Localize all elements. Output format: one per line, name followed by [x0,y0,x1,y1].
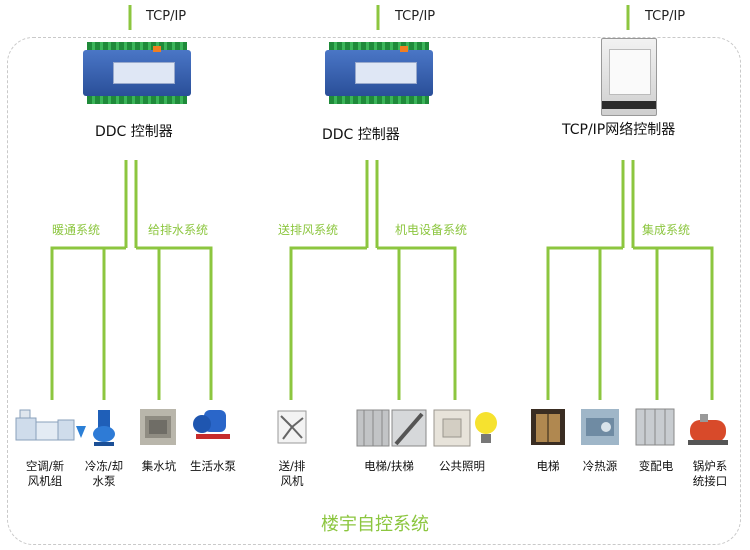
lighting-icon [433,409,497,447]
fan-icon [277,410,307,444]
device-label-line: 统接口 [692,474,728,488]
ddc-controller-image-1 [83,42,191,104]
device-label-line: 送/排 [278,459,306,473]
device-label-line: 公共照明 [439,459,485,473]
water-pump-icon [193,410,230,439]
controller-title-1: DDC 控制器 [95,124,173,140]
switchgear-icon [635,408,675,446]
device-label-elevator: 电梯 [526,459,570,474]
device-label-line: 风机组 [27,474,63,488]
device-label-line: 空调/新 [25,459,65,473]
controller-title-2: DDC 控制器 [322,127,400,143]
device-label-boiler: 锅炉系 统接口 [682,459,738,489]
pump-icon [93,410,115,446]
subsystem-hvac: 暖通系统 [52,223,101,237]
device-label-escalator: 电梯/扶梯 [352,459,426,474]
device-label-line: 变配电 [638,459,674,473]
device-label-chilled-pump: 冷冻/却 水泵 [76,459,132,489]
device-label-line: 锅炉系 [692,459,728,473]
device-label-line: 冷热源 [582,459,618,473]
protocol-label-1: TCP/IP [146,9,187,24]
device-label-domestic-pump: 生活水泵 [184,459,242,474]
device-label-ahu: 空调/新 风机组 [14,459,76,489]
device-label-line: 冷冻/却 [84,459,124,473]
protocol-label-3: TCP/IP [645,9,686,24]
ddc-controller-image-2 [325,42,433,104]
network-controller-image [601,38,657,116]
system-title: 楼宇自控系统 [321,514,429,535]
chiller-icon [581,409,619,445]
device-label-line: 电梯/扶梯 [364,459,414,473]
device-label-switchgear: 变配电 [630,459,682,474]
device-label-line: 电梯 [536,459,560,473]
device-label-line: 生活水泵 [190,459,236,473]
device-label-line: 集水坑 [141,459,177,473]
boiler-icon [688,414,728,445]
controller-title-3: TCP/IP网络控制器 [562,122,676,138]
elevator-icon [531,409,565,445]
device-label-lighting: 公共照明 [430,459,494,474]
device-label-sump-pit: 集水坑 [134,459,184,474]
device-label-line: 水泵 [92,474,116,488]
device-label-line: 风机 [280,474,304,488]
subsystem-electromechanical: 机电设备系统 [395,223,468,237]
escalator-icon [356,409,427,447]
device-label-chiller: 冷热源 [574,459,626,474]
subsystem-water: 给排水系统 [148,223,209,237]
system-frame [7,37,741,545]
sump-pit-icon [140,409,176,445]
subsystem-integration: 集成系统 [642,223,691,237]
protocol-label-2: TCP/IP [395,9,436,24]
device-label-fan: 送/排 风机 [266,459,318,489]
subsystem-ventilation: 送排风系统 [278,223,339,237]
air-handler-icon [15,409,86,441]
